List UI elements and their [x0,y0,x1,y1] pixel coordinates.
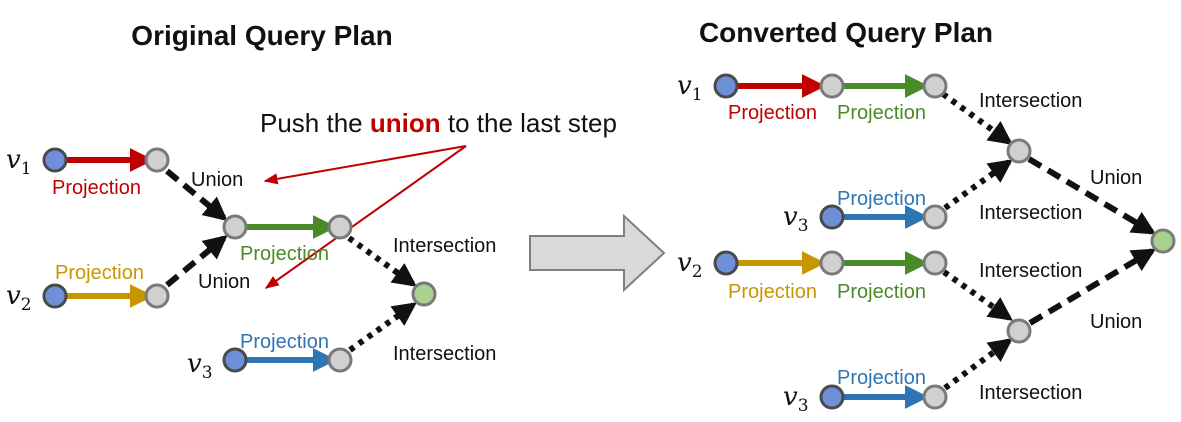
push-union-annotation: Push the union to the last step [260,108,617,138]
projection-label: Projection [728,281,817,303]
union-arrow [165,168,228,222]
intersection-label: Intersection [979,260,1082,282]
variable-v3-label: v3 [783,202,809,236]
intersection-arrow [348,302,417,353]
intermediate-node [922,204,948,230]
intersection-label: Intersection [979,90,1082,112]
anchor-node-v2 [42,283,68,309]
annotation-keyword: union [370,108,441,138]
intermediate-node [144,283,170,309]
union-label: Union [198,271,250,293]
intermediate-node [819,73,845,99]
variable-v3-label: v3 [783,382,809,416]
variable-v1-label: v1 [677,71,703,105]
annotation-pointer-upper [263,145,467,185]
intersection-label: Intersection [393,235,496,257]
union-arrow [1028,248,1157,326]
union-arrow [165,234,228,288]
projection-label: Projection [837,102,926,124]
intermediate-node [922,73,948,99]
projection-label: Projection [837,367,926,389]
anchor-node-v3 [819,204,845,230]
intermediate-node [922,384,948,410]
intersection-label: Intersection [393,343,496,365]
intermediate-node [144,147,170,173]
annotation-pointer-lower [264,145,467,289]
annotation-prefix: Push the [260,108,370,138]
converted-plan-title: Converted Query Plan [699,17,993,48]
variable-v1-label: v1 [6,145,32,179]
variable-v3-label: v3 [187,349,213,383]
projection-label: Projection [837,281,926,303]
variable-v2-label: v2 [6,281,32,315]
intersection-arrow [942,269,1013,321]
intersection-arrow [943,338,1013,391]
projection-label: Projection [728,102,817,124]
original-plan-title: Original Query Plan [131,20,392,51]
anchor-node-v2 [713,250,739,276]
intersection-arrow [941,91,1013,145]
intersection-arrow [347,235,417,287]
projection-label: Projection [55,262,144,284]
intermediate-node [819,250,845,276]
anchor-node-v3 [819,384,845,410]
projection-label: Projection [837,188,926,210]
intermediate-node [327,214,353,240]
answer-node [1150,228,1176,254]
intermediate-node [327,347,353,373]
anchor-node-v3 [222,347,248,373]
variable-v2-label: v2 [677,248,703,282]
annotation-suffix: to the last step [448,108,617,138]
intersection-node [1006,138,1032,164]
union-label: Union [1090,311,1142,333]
anchor-node-v1 [713,73,739,99]
union-label: Union [1090,167,1142,189]
intersection-arrow [943,159,1013,211]
intersection-node [1006,318,1032,344]
intersection-label: Intersection [979,382,1082,404]
answer-node [411,281,437,307]
projection-label: Projection [240,243,329,265]
intermediate-node [922,250,948,276]
intersection-label: Intersection [979,202,1082,224]
conversion-arrow [529,213,666,293]
projection-label: Projection [52,177,141,199]
union-node [222,214,248,240]
anchor-node-v1 [42,147,68,173]
projection-label: Projection [240,331,329,353]
union-label: Union [191,169,243,191]
union-arrow [1027,156,1157,235]
